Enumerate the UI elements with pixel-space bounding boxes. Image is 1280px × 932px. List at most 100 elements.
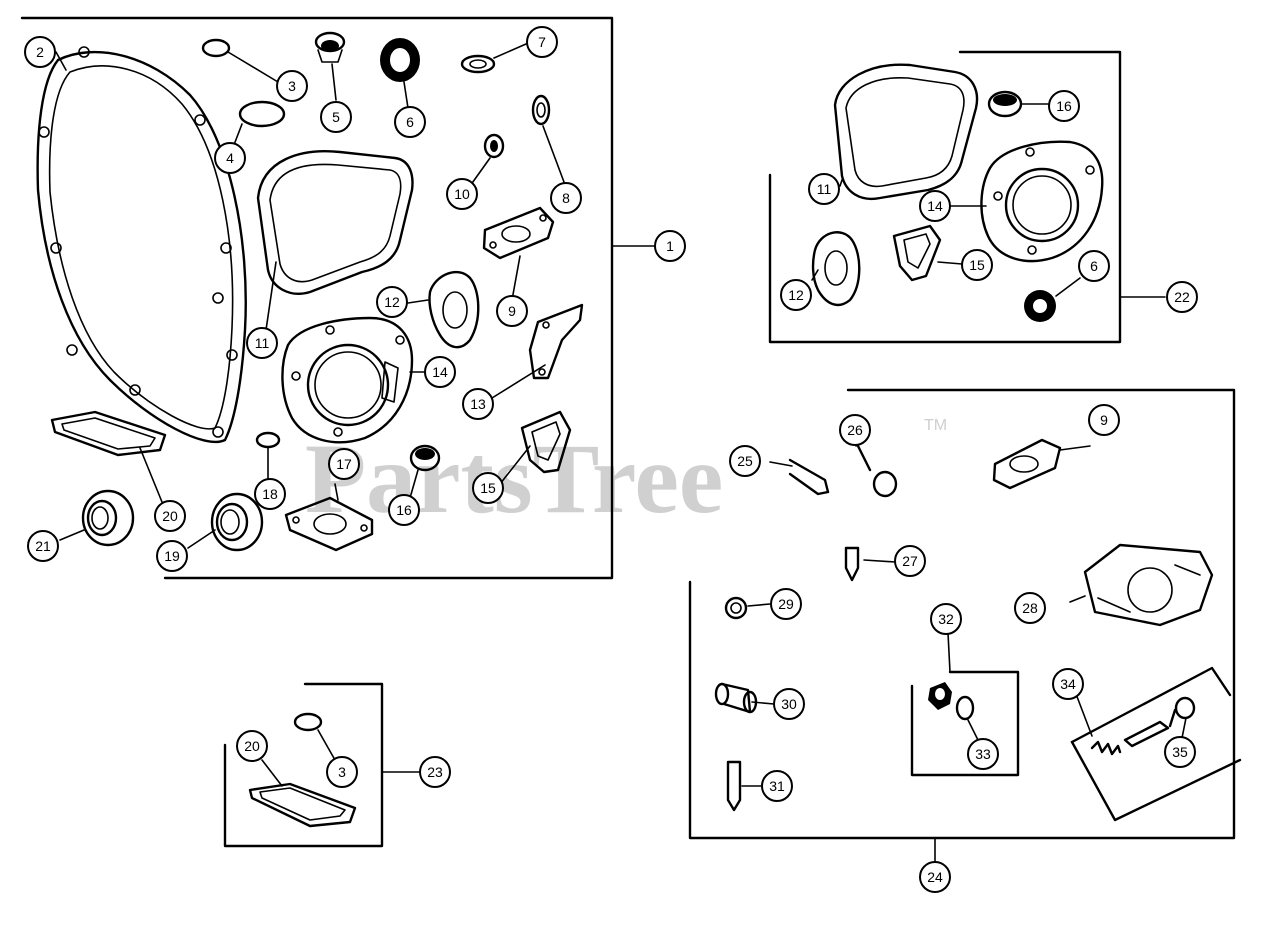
grommet-5 xyxy=(314,31,346,63)
crankcase-gasket xyxy=(36,46,247,444)
seal-16-kit22 xyxy=(987,90,1023,118)
screw-35 xyxy=(1168,696,1196,728)
svg-text:31: 31 xyxy=(769,778,785,794)
callout-26: 26 xyxy=(839,414,871,446)
svg-text:23: 23 xyxy=(427,764,443,780)
kit-32-frame xyxy=(910,632,1020,777)
callout-5: 5 xyxy=(320,101,352,133)
spring-34 xyxy=(1090,720,1170,756)
callout-20-kit23: 20 xyxy=(236,730,268,762)
svg-text:14: 14 xyxy=(432,364,448,380)
head-gasket-14-kit22 xyxy=(980,140,1104,263)
callout-16: 16 xyxy=(388,494,420,526)
svg-text:7: 7 xyxy=(538,34,546,50)
callout-18: 18 xyxy=(254,478,286,510)
callout-21: 21 xyxy=(27,530,59,562)
leaders-kit-23 xyxy=(261,729,336,787)
oil-seal-21 xyxy=(81,489,135,547)
watermark: PartsTree xyxy=(305,423,723,534)
leaders-kit-22 xyxy=(811,103,1081,297)
callout-3: 3 xyxy=(276,70,308,102)
svg-text:28: 28 xyxy=(1022,600,1038,616)
gasket-13 xyxy=(528,303,584,380)
callout-1: 1 xyxy=(654,230,686,262)
callout-25: 25 xyxy=(729,445,761,477)
svg-text:3: 3 xyxy=(288,78,296,94)
head-gasket-14 xyxy=(281,316,414,444)
callout-4: 4 xyxy=(214,142,246,174)
kit-22-frame xyxy=(768,50,1166,344)
svg-text:3: 3 xyxy=(338,764,346,780)
callout-30: 30 xyxy=(773,688,805,720)
svg-text:6: 6 xyxy=(1090,258,1098,274)
callout-16-kit22: 16 xyxy=(1048,90,1080,122)
callout-15: 15 xyxy=(472,472,504,504)
svg-text:14: 14 xyxy=(927,198,943,214)
callout-6: 6 xyxy=(394,106,426,138)
callout-13: 13 xyxy=(462,388,494,420)
washer-10 xyxy=(483,133,505,159)
o-ring-3 xyxy=(201,38,231,58)
svg-text:27: 27 xyxy=(902,553,918,569)
valve-cover-gasket-11 xyxy=(256,150,414,295)
kit-1-frame xyxy=(20,16,656,580)
oil-seal-19 xyxy=(210,492,264,552)
svg-text:29: 29 xyxy=(778,596,794,612)
o-ring-4 xyxy=(238,100,286,128)
callout-15-kit22: 15 xyxy=(961,249,993,281)
leaders-kit-1 xyxy=(55,43,565,549)
svg-text:4: 4 xyxy=(226,150,234,166)
svg-text:26: 26 xyxy=(847,422,863,438)
callout-24: 24 xyxy=(919,861,951,893)
callout-8: 8 xyxy=(550,182,582,214)
leaders-kit-24 xyxy=(741,437,1187,787)
kit-23-frame xyxy=(223,682,421,848)
needle-27 xyxy=(844,546,860,582)
gasket-20 xyxy=(50,410,167,457)
svg-text:18: 18 xyxy=(262,486,278,502)
callout-27: 27 xyxy=(894,545,926,577)
svg-text:30: 30 xyxy=(781,696,797,712)
callout-9-kit24: 9 xyxy=(1088,404,1120,436)
svg-text:20: 20 xyxy=(244,738,260,754)
svg-text:22: 22 xyxy=(1174,289,1190,305)
gasket-12 xyxy=(428,271,480,349)
callout-7: 7 xyxy=(526,26,558,58)
svg-text:5: 5 xyxy=(332,109,340,125)
washer-7 xyxy=(460,54,496,74)
o-ring-3-kit23 xyxy=(293,712,323,732)
bushing-30 xyxy=(714,682,758,714)
gasket-9-kit24 xyxy=(992,438,1062,490)
callout-28: 28 xyxy=(1014,592,1046,624)
callout-2: 2 xyxy=(24,36,56,68)
svg-text:35: 35 xyxy=(1172,744,1188,760)
callout-22: 22 xyxy=(1166,281,1198,313)
washer-18 xyxy=(255,431,281,449)
washer-29 xyxy=(724,596,748,620)
svg-text:33: 33 xyxy=(975,746,991,762)
kit-24-frame xyxy=(688,388,1236,863)
callout-31: 31 xyxy=(761,770,793,802)
gasket-9 xyxy=(482,206,555,260)
svg-text:25: 25 xyxy=(737,453,753,469)
clip-25 xyxy=(788,458,830,496)
callout-6-kit22: 6 xyxy=(1078,250,1110,282)
pin-31 xyxy=(726,760,742,812)
callout-29: 29 xyxy=(770,588,802,620)
callout-12: 12 xyxy=(376,286,408,318)
callout-34: 34 xyxy=(1052,668,1084,700)
svg-text:16: 16 xyxy=(1056,98,1072,114)
kit-34-frame xyxy=(1070,666,1242,822)
svg-text:24: 24 xyxy=(927,869,943,885)
svg-text:15: 15 xyxy=(480,480,496,496)
gasket-17 xyxy=(284,496,374,552)
svg-text:11: 11 xyxy=(817,181,832,197)
callout-14-kit22: 14 xyxy=(919,190,951,222)
callout-20: 20 xyxy=(154,500,186,532)
svg-text:13: 13 xyxy=(470,396,486,412)
watermark-tm: TM xyxy=(924,417,947,434)
valve-cover-gasket-11-kit22 xyxy=(833,63,979,201)
svg-text:8: 8 xyxy=(562,190,570,206)
